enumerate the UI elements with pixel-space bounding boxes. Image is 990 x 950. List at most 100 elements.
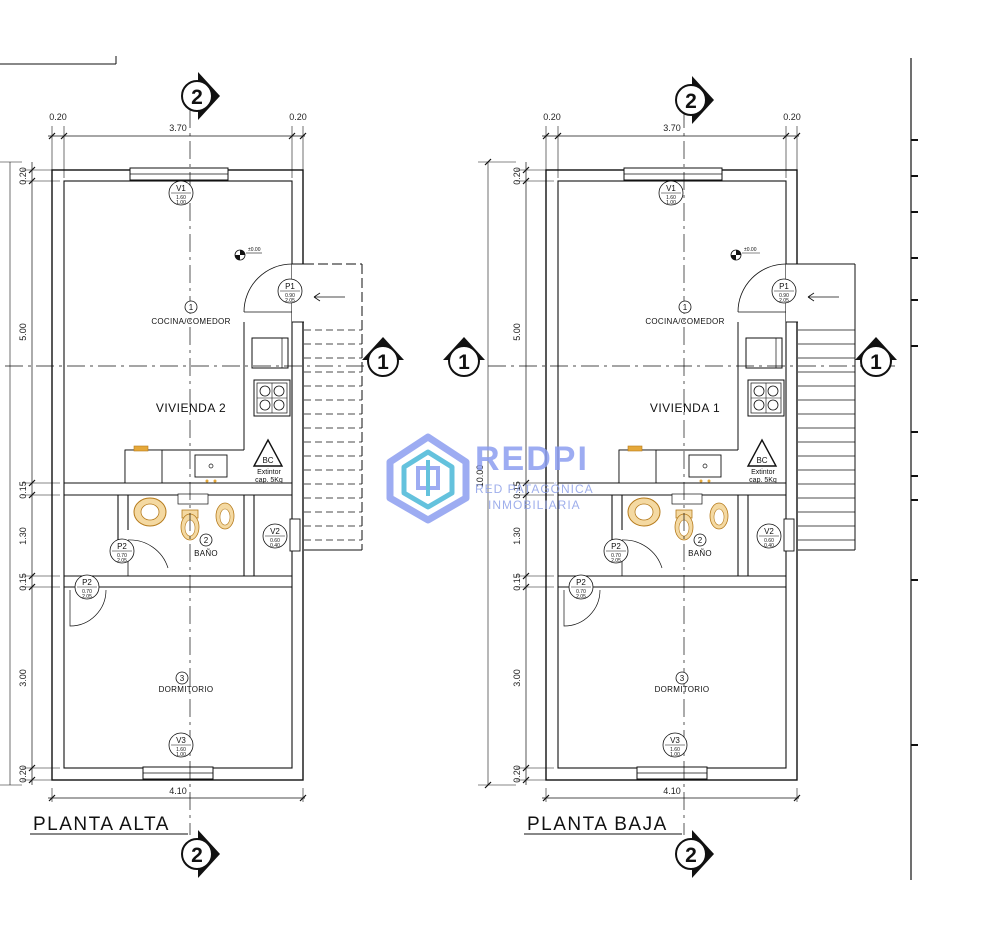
svg-text:2: 2: [685, 844, 697, 867]
svg-text:Extintor: Extintor: [751, 469, 775, 476]
dim-top-center: 3.70: [663, 123, 681, 133]
opening-tag-p1: P1 0.90 2.05: [277, 278, 303, 304]
opening-tag-v2: V2 0.60 0.40: [262, 523, 288, 549]
plan-planta-alta: 0.20 3.70 0.20 0.20 5.00 0.15 1.30 0.15 …: [0, 56, 404, 878]
dim-left-4: 1.30: [18, 527, 28, 545]
svg-text:V3: V3: [176, 736, 186, 745]
section-marker-1-right: 1: [855, 337, 897, 377]
opening-tag-v1: V1 1.60 1.00: [658, 180, 684, 206]
plan-title: PLANTA ALTA: [33, 814, 170, 835]
svg-text:3: 3: [680, 674, 685, 683]
opening-tag-p2-bedroom: P2 0.70 2.05: [74, 574, 100, 600]
opening-tag-v2: V2 0.60 0.40: [756, 523, 782, 549]
room-tag-dormitorio: 3 DORMITORIO: [159, 671, 214, 694]
opening-tag-v3: V3 1.60 1.00: [662, 732, 688, 758]
svg-text:BAÑO: BAÑO: [194, 549, 218, 558]
svg-text:0.90: 0.90: [779, 293, 789, 299]
svg-text:0.60: 0.60: [270, 538, 280, 544]
extinguisher-symbol: BC Extintor cap. 5Kg: [746, 438, 778, 484]
level-marker: ±0.00: [730, 247, 760, 261]
svg-text:V1: V1: [176, 184, 186, 193]
section-marker-1-left: 1: [443, 337, 485, 377]
svg-text:1.00: 1.00: [666, 200, 676, 206]
dim-left-5: 0.15: [18, 573, 28, 591]
dim-left-2: 5.00: [18, 323, 28, 341]
plan-planta-baja: 0.20 3.70 0.20 0.20 5.00 0.15 1.30 0.15 …: [443, 76, 897, 878]
watermark-brand: REDPI: [475, 440, 589, 478]
redpi-logo-icon: [386, 433, 470, 524]
svg-text:2.05: 2.05: [611, 558, 621, 564]
dim-total-height: 10.00: [475, 465, 485, 488]
dim-left-4: 1.30: [512, 527, 522, 545]
svg-text:1.00: 1.00: [670, 752, 680, 758]
section-marker-1-right: 1: [362, 337, 404, 377]
room-tag-bano: 2 BAÑO: [688, 533, 712, 558]
unit-label: VIVIENDA 1: [650, 401, 720, 415]
room-tag-bano: 2 BAÑO: [194, 533, 218, 558]
svg-text:0.40: 0.40: [764, 543, 774, 549]
room-tag-cocina: 1 COCINA/COMEDOR: [151, 300, 230, 326]
extinguisher-symbol: BC Extintor cap. 5Kg: [252, 438, 284, 484]
svg-text:V2: V2: [764, 527, 774, 536]
svg-text:2.05: 2.05: [82, 594, 92, 600]
opening-tag-p2-bedroom: P2 0.70 2.05: [568, 574, 594, 600]
section-marker-2-bottom: 2: [181, 830, 220, 878]
watermark-line2: INMOBILIARIA: [488, 498, 581, 512]
right-frame-fragment: [910, 58, 918, 880]
dim-left-7: 0.20: [18, 765, 28, 783]
svg-text:2: 2: [191, 844, 203, 867]
svg-text:P2: P2: [117, 542, 127, 551]
svg-text:DORMITORIO: DORMITORIO: [655, 685, 710, 694]
svg-text:0.70: 0.70: [611, 553, 621, 559]
svg-text:1.60: 1.60: [176, 747, 186, 753]
svg-text:0.40: 0.40: [270, 543, 280, 549]
svg-text:0.70: 0.70: [117, 553, 127, 559]
svg-text:±0.00: ±0.00: [248, 247, 261, 253]
room-tag-dormitorio: 3 DORMITORIO: [655, 671, 710, 694]
svg-text:V3: V3: [670, 736, 680, 745]
dim-left-3: 0.15: [512, 481, 522, 499]
svg-text:2.05: 2.05: [117, 558, 127, 564]
svg-text:COCINA/COMEDOR: COCINA/COMEDOR: [151, 317, 230, 326]
opening-tag-p2-bath: P2 0.70 2.05: [603, 538, 629, 564]
svg-text:1.60: 1.60: [176, 195, 186, 201]
dim-top-right: 0.20: [289, 112, 307, 122]
opening-tag-p2-bath: P2 0.70 2.05: [109, 538, 135, 564]
svg-text:BC: BC: [262, 456, 273, 465]
level-marker: ±0.00: [234, 247, 262, 261]
opening-tag-v3: V3 1.60 1.00: [168, 732, 194, 758]
svg-text:BC: BC: [756, 456, 767, 465]
svg-text:1: 1: [377, 351, 389, 374]
dim-left-7: 0.20: [512, 765, 522, 783]
svg-text:2: 2: [685, 90, 697, 113]
svg-text:P2: P2: [576, 578, 586, 587]
svg-text:P2: P2: [82, 578, 92, 587]
section-marker-2-top: 2: [181, 72, 220, 120]
redpi-watermark: REDPI RED PATAGÓNICA INMOBILIARIA: [386, 433, 593, 524]
dim-left-1: 0.20: [18, 167, 28, 185]
svg-text:2: 2: [698, 536, 703, 545]
opening-tag-p1: P1 0.90 2.05: [771, 278, 797, 304]
svg-text:1: 1: [458, 351, 470, 374]
svg-text:1: 1: [683, 303, 688, 312]
svg-text:P1: P1: [779, 282, 789, 291]
dim-bottom: 4.10: [663, 786, 681, 796]
svg-text:0.70: 0.70: [82, 589, 92, 595]
svg-text:0.90: 0.90: [285, 293, 295, 299]
svg-text:2: 2: [191, 86, 203, 109]
unit-label: VIVIENDA 2: [156, 401, 226, 415]
svg-text:cap. 5Kg: cap. 5Kg: [255, 477, 283, 484]
svg-text:DORMITORIO: DORMITORIO: [159, 685, 214, 694]
dim-left-2: 5.00: [512, 323, 522, 341]
plan-title: PLANTA BAJA: [527, 814, 668, 835]
section-marker-2-top: 2: [675, 76, 714, 124]
room-tag-cocina: 1 COCINA/COMEDOR: [645, 300, 724, 326]
svg-text:0.60: 0.60: [764, 538, 774, 544]
svg-text:V2: V2: [270, 527, 280, 536]
svg-text:P1: P1: [285, 282, 295, 291]
dim-left-3: 0.15: [18, 481, 28, 499]
dim-left-5: 0.15: [512, 573, 522, 591]
svg-text:1: 1: [870, 351, 882, 374]
svg-text:2.05: 2.05: [285, 298, 295, 304]
